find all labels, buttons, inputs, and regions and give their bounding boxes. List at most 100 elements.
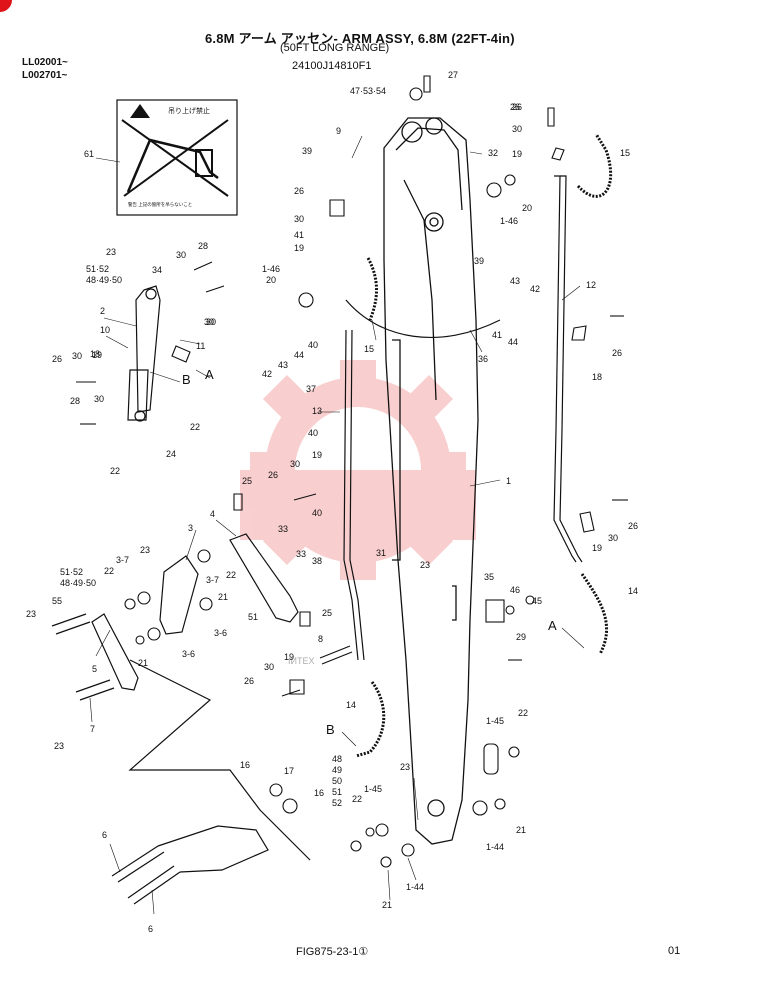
callout-label: 34 bbox=[152, 265, 162, 275]
callout-label: 3-6 bbox=[214, 628, 227, 638]
callout-label: 20 bbox=[522, 203, 532, 213]
callout-label: B bbox=[182, 372, 191, 387]
callout-label: 19 bbox=[294, 243, 304, 253]
callout-label: 26 bbox=[244, 676, 254, 686]
callout-label: 1-46 bbox=[262, 264, 280, 274]
callout-label: 45 bbox=[532, 596, 542, 606]
callout-label: 27 bbox=[448, 70, 458, 80]
callout-label: 11 bbox=[196, 341, 205, 351]
callout-label: 26 bbox=[294, 186, 304, 196]
callout-label: 14 bbox=[346, 700, 356, 710]
diagram-title: 6.8M アーム アッセン- ARM ASSY, 6.8M (22FT-4in) bbox=[205, 31, 515, 46]
callout-label: B bbox=[326, 722, 335, 737]
callout-label: 26 bbox=[512, 102, 522, 112]
callout-label: 19 bbox=[592, 543, 602, 553]
callout-label: 22 bbox=[352, 794, 362, 804]
callout-label: 30 bbox=[94, 394, 104, 404]
callout-label: 44 bbox=[294, 350, 304, 360]
callout-label: 23 bbox=[420, 560, 430, 570]
callout-label: 39 bbox=[302, 146, 312, 156]
callout-label: 40 bbox=[308, 428, 318, 438]
link-assembly bbox=[51, 533, 353, 905]
callout-label: 33 bbox=[278, 524, 288, 534]
callout-label: 26 bbox=[510, 102, 520, 112]
callout-label: 37 bbox=[306, 384, 316, 394]
callout-label: 21 bbox=[382, 900, 392, 910]
callout-label: 2 bbox=[100, 306, 105, 316]
serial-range-1: LL02001~ bbox=[22, 57, 68, 68]
callout-label: 30 bbox=[290, 459, 300, 469]
callout-label: 1-45 bbox=[364, 784, 382, 794]
callout-label: 22 bbox=[110, 466, 120, 476]
figure-number: FIG875-23-1① bbox=[296, 946, 369, 958]
callout-label: 3 bbox=[188, 523, 193, 533]
callout-label: 51 bbox=[332, 787, 342, 797]
serial-range-2: L002701~ bbox=[22, 70, 68, 81]
callout-label: 25 bbox=[322, 608, 332, 618]
callout-label: 35 bbox=[484, 572, 494, 582]
callout-label: 36 bbox=[478, 354, 488, 364]
callout-label: 8 bbox=[318, 634, 323, 644]
callout-label: 16 bbox=[314, 788, 324, 798]
callout-label: A bbox=[548, 618, 557, 633]
warning-label-text: 吊り上げ禁止 bbox=[168, 106, 210, 115]
callout-label: 5 bbox=[92, 664, 97, 674]
callout-label: 42 bbox=[262, 369, 272, 379]
callout-label: 26 bbox=[612, 348, 622, 358]
callout-label: 19 bbox=[284, 652, 294, 662]
callout-label: 1-45 bbox=[486, 716, 504, 726]
callout-label: 14 bbox=[628, 586, 638, 596]
warning-label-decal: 吊り上げ禁止 警告 上記の箇所を吊らないこと bbox=[116, 99, 238, 216]
callout-label: 1-44 bbox=[486, 842, 504, 852]
callout-label: 1 bbox=[506, 476, 511, 486]
callout-label: 30 bbox=[294, 214, 304, 224]
callout-label: 21 bbox=[218, 592, 228, 602]
diagram-subtitle: (50FT LONG RANGE) bbox=[280, 42, 390, 54]
callout-label: 51·52 bbox=[60, 567, 83, 577]
callout-label: 1-44 bbox=[406, 882, 424, 892]
callout-label: 10 bbox=[100, 325, 110, 335]
arm-cylinder bbox=[127, 285, 161, 422]
callout-label: 26 bbox=[52, 354, 62, 364]
callout-label: 23 bbox=[106, 247, 116, 257]
callout-label: 30 bbox=[204, 317, 214, 327]
bolts-and-clamps bbox=[76, 75, 628, 697]
callout-label: 23 bbox=[140, 545, 150, 555]
callout-label: 15 bbox=[364, 344, 374, 354]
callout-label: 6 bbox=[148, 924, 153, 934]
callout-label: 61 bbox=[84, 149, 94, 159]
callout-label: 3-7 bbox=[116, 555, 129, 565]
callout-label: 9 bbox=[336, 126, 341, 136]
callout-label: 32 bbox=[488, 148, 498, 158]
callout-label: 29 bbox=[516, 632, 526, 642]
callout-label: 30 bbox=[264, 662, 274, 672]
bushings-washers bbox=[124, 87, 535, 868]
callout-label: 23 bbox=[54, 741, 64, 751]
callout-label: 33 bbox=[296, 549, 306, 559]
callout-label: 55 bbox=[52, 596, 62, 606]
callout-label: 21 bbox=[516, 825, 526, 835]
callout-label: 3-6 bbox=[182, 649, 195, 659]
assembly-part-number: 24100J14810F1 bbox=[292, 60, 372, 72]
callout-label: 19 bbox=[312, 450, 322, 460]
callout-label: 26 bbox=[268, 470, 278, 480]
callout-label: 13 bbox=[312, 406, 322, 416]
callout-label: 43 bbox=[278, 360, 288, 370]
callout-label: 16 bbox=[240, 760, 250, 770]
callout-label: 41 bbox=[294, 230, 304, 240]
warning-label-small-text: 警告 上記の箇所を吊らないこと bbox=[128, 201, 192, 208]
callout-label: 23 bbox=[26, 609, 36, 619]
callout-label: 1-46 bbox=[500, 216, 518, 226]
callout-label: 24 bbox=[166, 449, 176, 459]
callout-label: 44 bbox=[508, 337, 518, 347]
callout-label: 17 bbox=[284, 766, 294, 776]
arm-body bbox=[383, 117, 479, 845]
callout-label: 22 bbox=[190, 422, 200, 432]
callout-label: 30 bbox=[512, 124, 522, 134]
callout-label: 20 bbox=[266, 275, 276, 285]
callout-label: 42 bbox=[530, 284, 540, 294]
callout-label: 48·49·50 bbox=[60, 578, 96, 588]
hydraulic-lines bbox=[343, 133, 613, 758]
callout-label: 18 bbox=[90, 349, 100, 359]
